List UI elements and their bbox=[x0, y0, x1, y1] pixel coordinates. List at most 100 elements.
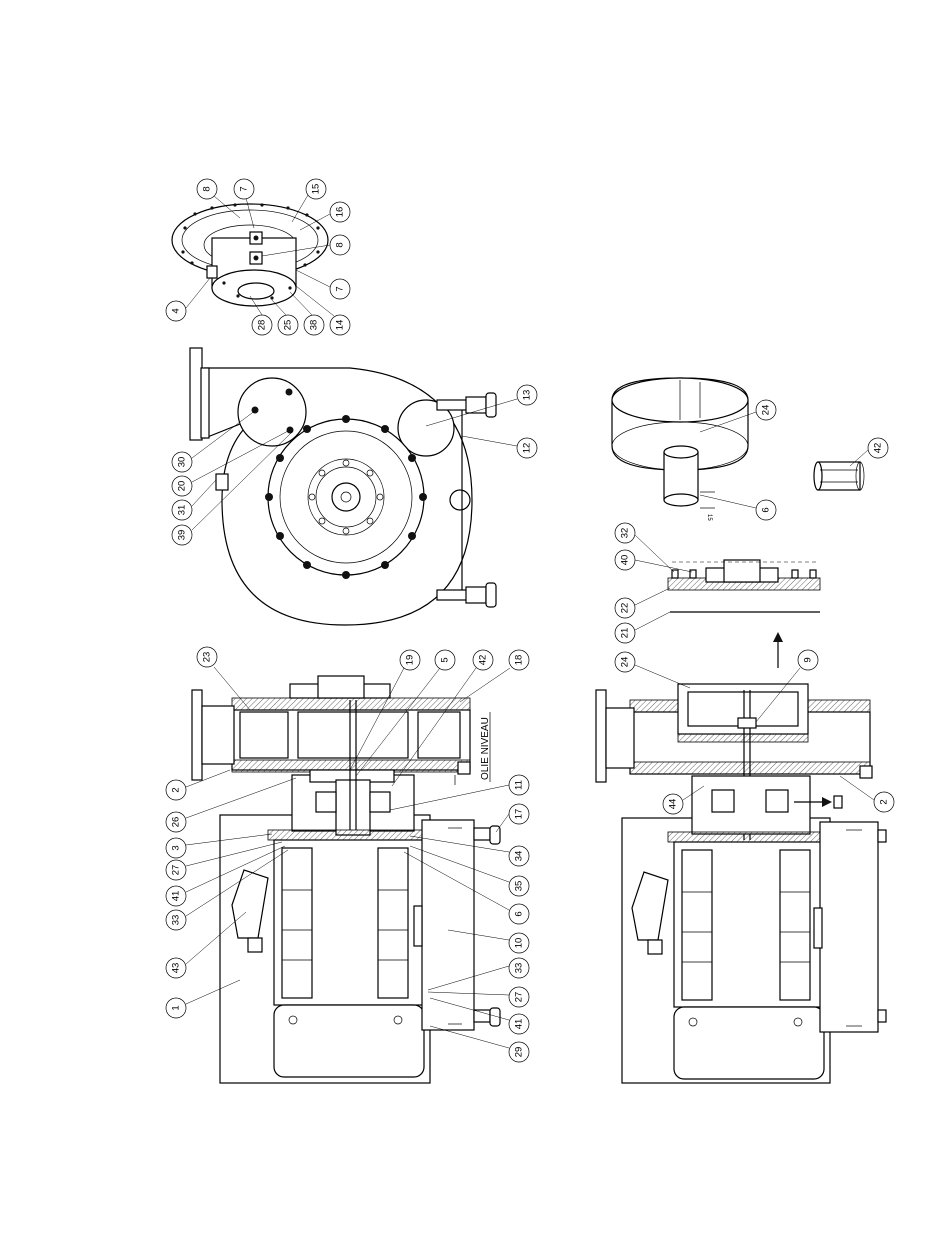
part-balloon: 8 bbox=[197, 179, 217, 199]
part-balloon: 25 bbox=[278, 315, 298, 335]
part-balloon: 5 bbox=[435, 650, 455, 670]
balloon-label: 15 bbox=[311, 184, 322, 195]
balloon-label: 22 bbox=[620, 603, 631, 614]
part-balloon: 15 bbox=[306, 179, 326, 199]
balloon-label: 27 bbox=[171, 865, 182, 876]
fan-volute-front-view bbox=[190, 348, 496, 625]
balloon-label: 16 bbox=[335, 207, 346, 218]
balloon-label: 26 bbox=[171, 817, 182, 828]
dimension-15-text: 15 bbox=[706, 514, 712, 521]
balloon-label: 12 bbox=[522, 443, 533, 454]
part-balloon: 7 bbox=[234, 179, 254, 199]
balloon-label: 33 bbox=[514, 963, 525, 974]
balloon-label: 28 bbox=[257, 320, 268, 331]
part-balloon: 43 bbox=[166, 958, 186, 978]
balloon-label: 4 bbox=[171, 308, 182, 313]
part-balloon: 27 bbox=[509, 987, 529, 1007]
part-balloon: 24 bbox=[756, 400, 776, 420]
part-balloon: 12 bbox=[517, 438, 537, 458]
balloon-label: 24 bbox=[761, 405, 772, 416]
part-balloon: 39 bbox=[172, 525, 192, 545]
part-balloon: 27 bbox=[166, 860, 186, 880]
balloon-label: 2 bbox=[879, 799, 890, 804]
part-balloon: 19 bbox=[400, 650, 420, 670]
part-balloon: 31 bbox=[172, 500, 192, 520]
balloon-label: 41 bbox=[171, 891, 182, 902]
balloon-label: 17 bbox=[514, 809, 525, 820]
balloon-label: 42 bbox=[873, 443, 884, 454]
balloon-label: 23 bbox=[202, 652, 213, 663]
balloon-label: 8 bbox=[335, 242, 346, 247]
part-balloon: 14 bbox=[330, 315, 350, 335]
balloon-label: 31 bbox=[177, 505, 188, 516]
balloon-label: 44 bbox=[668, 799, 679, 810]
part-balloon: 40 bbox=[615, 550, 635, 570]
part-balloon: 6 bbox=[509, 904, 529, 924]
part-balloon: 8 bbox=[330, 235, 350, 255]
part-balloon: 35 bbox=[509, 876, 529, 896]
part-balloon: 33 bbox=[509, 958, 529, 978]
bearing-housing-flange-view bbox=[172, 203, 328, 306]
balloon-label: 39 bbox=[177, 530, 188, 541]
part-balloon: 7 bbox=[330, 279, 350, 299]
part-balloon: 28 bbox=[252, 315, 272, 335]
balloon-label: 19 bbox=[405, 655, 416, 666]
balloon-label: 2 bbox=[171, 787, 182, 792]
balloon-label: 41 bbox=[514, 1019, 525, 1030]
part-balloon: 44 bbox=[663, 794, 683, 814]
part-balloon: 1 bbox=[166, 998, 186, 1018]
part-balloon: 23 bbox=[197, 647, 217, 667]
part-balloon: 22 bbox=[615, 598, 635, 618]
balloon-label: 33 bbox=[171, 915, 182, 926]
balloon-label: 29 bbox=[514, 1047, 525, 1058]
balloon-label: 43 bbox=[171, 963, 182, 974]
balloon-label: 18 bbox=[514, 655, 525, 666]
part-balloon: 29 bbox=[509, 1042, 529, 1062]
part-balloon: 2 bbox=[874, 792, 894, 812]
balloon-label: 1 bbox=[171, 1005, 182, 1010]
balloon-label: 24 bbox=[620, 657, 631, 668]
part-balloon: 18 bbox=[509, 650, 529, 670]
part-balloon: 42 bbox=[868, 438, 888, 458]
balloon-label: 10 bbox=[514, 938, 525, 949]
balloon-label: 5 bbox=[440, 657, 451, 662]
balloon-label: 32 bbox=[620, 528, 631, 539]
balloon-label: 7 bbox=[335, 286, 346, 291]
part-balloon: 9 bbox=[798, 650, 818, 670]
balloon-label: 42 bbox=[478, 655, 489, 666]
balloon-label: 6 bbox=[761, 507, 772, 512]
exploded-cover-parts bbox=[668, 560, 820, 612]
balloon-label: 27 bbox=[514, 992, 525, 1003]
part-balloon: 21 bbox=[615, 623, 635, 643]
part-balloon: 4 bbox=[166, 301, 186, 321]
part-balloon: 16 bbox=[330, 202, 350, 222]
part-balloon: 24 bbox=[615, 652, 635, 672]
balloon-label: 34 bbox=[514, 851, 525, 862]
balloon-label: 14 bbox=[335, 320, 346, 331]
part-balloon: 2 bbox=[166, 780, 186, 800]
balloon-label: 25 bbox=[283, 320, 294, 331]
oil-level-note: OLIE NIVEAU bbox=[480, 717, 491, 780]
balloon-label: 6 bbox=[514, 911, 525, 916]
part-balloon: 42 bbox=[473, 650, 493, 670]
balloon-label: 30 bbox=[177, 457, 188, 468]
balloon-label: 35 bbox=[514, 881, 525, 892]
balloon-label: 3 bbox=[171, 845, 182, 850]
part-balloon: 38 bbox=[304, 315, 324, 335]
balloon-label: 20 bbox=[177, 481, 188, 492]
balloon-label: 38 bbox=[309, 320, 320, 331]
part-balloon: 13 bbox=[517, 385, 537, 405]
coupling-part-42 bbox=[814, 462, 864, 490]
part-balloon: 30 bbox=[172, 452, 192, 472]
balloon-label: 11 bbox=[514, 780, 525, 790]
part-balloon: 6 bbox=[756, 500, 776, 520]
part-balloon: 11 bbox=[509, 775, 529, 795]
balloon-label: 40 bbox=[620, 555, 631, 566]
part-balloon: 17 bbox=[509, 804, 529, 824]
part-balloon: 32 bbox=[615, 523, 635, 543]
right-section-assembly bbox=[596, 632, 886, 1083]
part-balloon: 33 bbox=[166, 910, 186, 930]
impeller-view: 15 bbox=[612, 378, 748, 521]
part-balloon: 10 bbox=[509, 933, 529, 953]
